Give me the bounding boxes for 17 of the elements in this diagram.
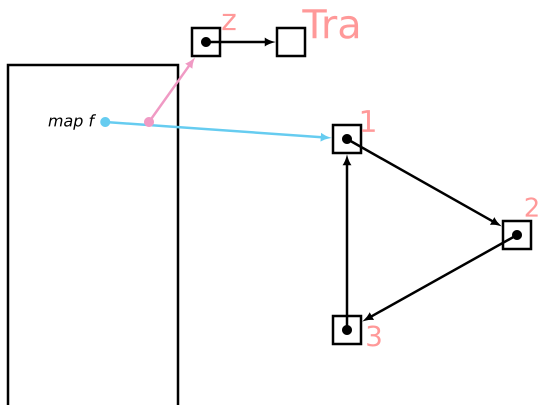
arrow — [144, 60, 194, 127]
box-label: 2 — [526, 197, 538, 217]
process-box — [6, 64, 180, 405]
arrow — [342, 157, 352, 335]
box-label: z — [222, 14, 236, 30]
small-box — [190, 26, 222, 58]
arrow — [342, 134, 500, 226]
arrow — [201, 37, 273, 47]
small-box — [332, 314, 362, 346]
box-label: 1 — [362, 110, 375, 132]
node-label: map f — [48, 114, 96, 130]
arrow — [100, 117, 329, 141]
small-box — [332, 124, 362, 154]
arrow — [364, 230, 522, 321]
small-box — [502, 220, 532, 250]
box-label: Tra — [302, 9, 358, 39]
box-label: 3 — [367, 325, 381, 347]
